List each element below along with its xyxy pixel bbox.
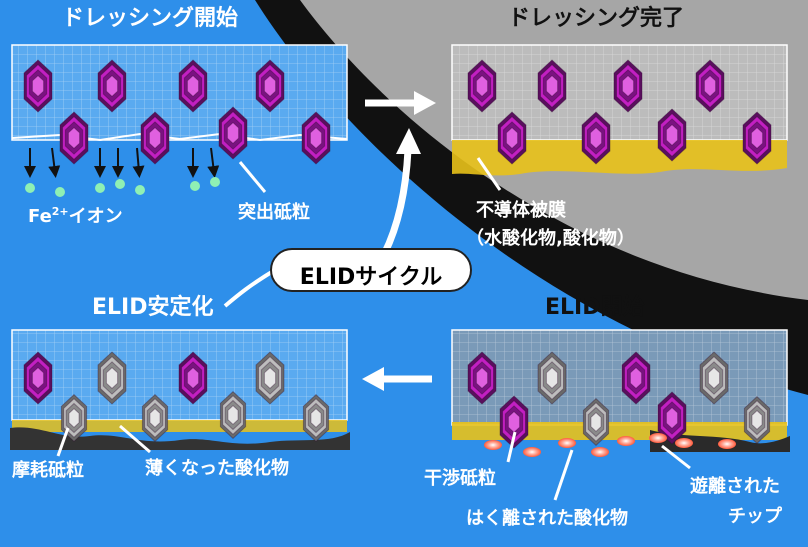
abrasive-grain bbox=[621, 351, 651, 405]
fe-ions bbox=[25, 177, 220, 197]
abrasive-grain bbox=[23, 59, 53, 113]
abrasive-grain bbox=[178, 59, 208, 113]
leader-thin-oxide bbox=[119, 424, 151, 454]
thinned-oxide-label: 薄くなった酸化物 bbox=[145, 458, 289, 479]
abrasive-grain bbox=[141, 393, 169, 443]
leader-film bbox=[476, 157, 502, 191]
abrasive-grain bbox=[699, 351, 729, 405]
panel-dressing-complete bbox=[451, 44, 788, 176]
abrasive-grain bbox=[613, 59, 643, 113]
abrasive-grain bbox=[657, 391, 687, 445]
abrasive-grain bbox=[301, 111, 331, 165]
title-dressing-complete: ドレッシング完了 bbox=[508, 6, 685, 31]
cycle-arrow-right bbox=[365, 91, 436, 115]
abrasive-grain bbox=[743, 395, 771, 445]
abrasive-grain bbox=[97, 351, 127, 405]
leader-peeled bbox=[553, 449, 574, 501]
released-chips-label-2: チップ bbox=[728, 506, 782, 527]
film-label-line2: （水酸化物,酸化物） bbox=[466, 228, 635, 249]
leader-interfering bbox=[506, 431, 517, 463]
abrasive-grain bbox=[302, 393, 330, 443]
abrasive-grain bbox=[23, 351, 53, 405]
abrasive-grain bbox=[581, 111, 611, 165]
abrasive-grain bbox=[537, 59, 567, 113]
leader-protruding bbox=[238, 161, 267, 193]
leader-worn bbox=[56, 427, 70, 457]
abrasive-grain bbox=[219, 390, 247, 440]
abrasive-grain bbox=[742, 111, 772, 165]
fe-ion-label: Fe2+イオン bbox=[28, 205, 123, 227]
abrasive-grain bbox=[218, 106, 248, 160]
ion-arrows bbox=[24, 147, 220, 178]
interfering-grains-label: 干渉砥粒 bbox=[424, 468, 496, 489]
title-dressing-start: ドレッシング開始 bbox=[62, 6, 239, 31]
elid-cycle-label: ELIDサイクル bbox=[299, 265, 443, 290]
peeled-oxide-label: はく離された酸化物 bbox=[466, 508, 628, 529]
abrasive-grain bbox=[97, 59, 127, 113]
abrasive-grain bbox=[140, 111, 170, 165]
abrasive-grain bbox=[467, 351, 497, 405]
abrasive-grain bbox=[657, 108, 687, 162]
cycle-arrow-left bbox=[362, 367, 432, 391]
film-label-line1: 不導体被膜 bbox=[476, 200, 566, 221]
abrasive-grain bbox=[497, 111, 527, 165]
abrasive-grain bbox=[178, 351, 208, 405]
abrasive-grain bbox=[467, 59, 497, 113]
abrasive-grain bbox=[499, 395, 529, 449]
abrasive-grain bbox=[582, 397, 610, 447]
abrasive-grain bbox=[255, 351, 285, 405]
abrasive-grain bbox=[255, 59, 285, 113]
worn-grains-label: 摩耗砥粒 bbox=[12, 460, 84, 481]
elid-cycle-pill bbox=[270, 248, 472, 292]
abrasive-grain bbox=[537, 351, 567, 405]
abrasive-grain bbox=[59, 111, 89, 165]
released-chips bbox=[484, 433, 736, 457]
title-elid-start: ELID開始 bbox=[545, 295, 645, 320]
released-chips-label-1: 遊離された bbox=[690, 476, 780, 497]
abrasive-grain bbox=[695, 59, 725, 113]
cycle-link bbox=[223, 268, 277, 308]
abrasive-grain bbox=[60, 393, 88, 443]
protruding-grains-label: 突出砥粒 bbox=[238, 202, 310, 223]
leader-chips bbox=[661, 444, 691, 470]
title-elid-stable: ELID安定化 bbox=[92, 295, 214, 320]
